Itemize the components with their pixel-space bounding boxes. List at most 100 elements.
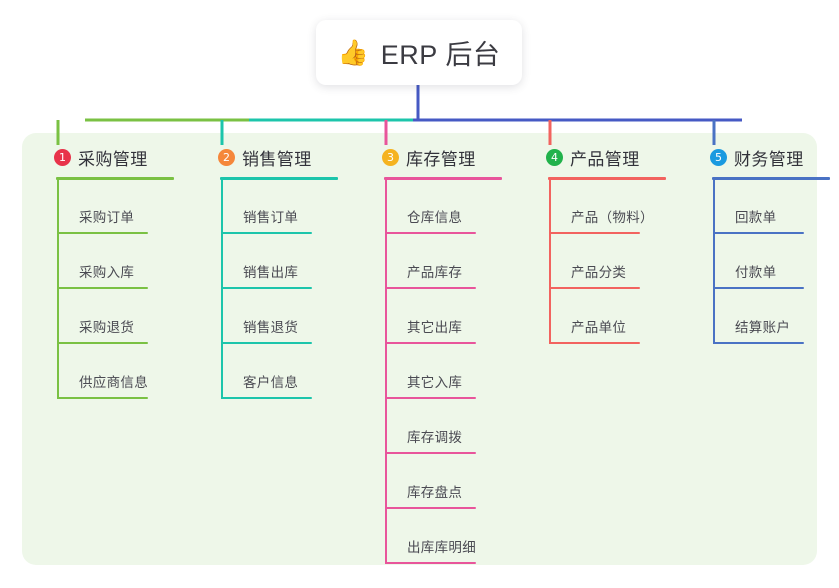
branch-underline-5 — [712, 177, 830, 180]
leaf-label: 结算账户 — [735, 320, 791, 335]
branch-title-5: 财务管理 — [734, 149, 804, 169]
leaf-label: 库存调拨 — [407, 430, 463, 445]
branch-column-5: 5 财务管理回款单付款单结算账户 — [694, 145, 830, 344]
leaf-underline — [549, 287, 640, 289]
leaf-label: 采购订单 — [79, 210, 135, 225]
leaf-underline — [57, 342, 148, 344]
branch-underline-3 — [384, 177, 502, 180]
branch-children-1: 采购订单采购入库采购退货供应商信息 — [57, 179, 217, 399]
leaf-underline — [713, 232, 804, 234]
branch-children-3: 仓库信息产品库存其它出库其它入库库存调拨库存盘点出库库明细 — [385, 179, 545, 564]
leaf-underline — [385, 562, 476, 564]
branch-spine-1 — [57, 179, 59, 399]
branch-spine-3 — [385, 179, 387, 564]
leaf-label: 供应商信息 — [79, 375, 148, 390]
leaf-node[interactable]: 结算账户 — [713, 289, 839, 344]
leaf-node[interactable]: 产品（物料） — [549, 179, 709, 234]
branch-title-1: 采购管理 — [78, 149, 148, 169]
leaf-node[interactable]: 回款单 — [713, 179, 839, 234]
leaf-underline — [549, 232, 640, 234]
leaf-node[interactable]: 销售订单 — [221, 179, 381, 234]
leaf-label: 销售出库 — [243, 265, 299, 280]
branch-underline-1 — [56, 177, 174, 180]
branch-underline-2 — [220, 177, 338, 180]
branch-spine-2 — [221, 179, 223, 399]
branch-spine-5 — [713, 179, 715, 344]
leaf-node[interactable]: 其它出库 — [385, 289, 545, 344]
leaf-node[interactable]: 产品分类 — [549, 234, 709, 289]
leaf-node[interactable]: 库存盘点 — [385, 454, 545, 509]
branch-column-2: 2 销售管理销售订单销售出库销售退货客户信息 — [202, 145, 338, 399]
leaf-label: 库存盘点 — [407, 485, 463, 500]
root-node-inner: 👍 ERP 后台 — [338, 33, 501, 72]
leaf-label: 付款单 — [735, 265, 777, 280]
leaf-underline — [385, 397, 476, 399]
diagram-panel — [22, 133, 817, 565]
thumbs-up-icon: 👍 — [337, 38, 369, 67]
branch-spine-4 — [549, 179, 551, 344]
branch-header-2[interactable]: 2 销售管理 — [202, 145, 312, 169]
branch-title-4: 产品管理 — [570, 149, 640, 169]
root-title: ERP 后台 — [380, 40, 501, 70]
branch-badge-3: 3 — [382, 148, 399, 166]
leaf-label: 销售订单 — [243, 210, 299, 225]
leaf-underline — [385, 342, 476, 344]
leaf-underline — [57, 287, 148, 289]
leaf-node[interactable]: 供应商信息 — [57, 344, 217, 399]
leaf-node[interactable]: 付款单 — [713, 234, 839, 289]
leaf-label: 其它入库 — [407, 375, 463, 390]
leaf-label: 其它出库 — [407, 320, 463, 335]
leaf-underline — [385, 452, 476, 454]
leaf-node[interactable]: 销售退货 — [221, 289, 381, 344]
branch-header-4[interactable]: 4 产品管理 — [530, 145, 640, 169]
leaf-label: 产品单位 — [571, 320, 627, 335]
leaf-label: 产品分类 — [571, 265, 627, 280]
leaf-node[interactable]: 产品库存 — [385, 234, 545, 289]
leaf-label: 仓库信息 — [407, 210, 463, 225]
leaf-label: 产品库存 — [407, 265, 463, 280]
leaf-underline — [221, 287, 312, 289]
branch-title-3: 库存管理 — [406, 149, 476, 169]
leaf-label: 出库库明细 — [407, 540, 476, 555]
root-node[interactable]: 👍 ERP 后台 — [316, 20, 522, 85]
leaf-node[interactable]: 产品单位 — [549, 289, 709, 344]
leaf-underline — [221, 342, 312, 344]
leaf-label: 客户信息 — [243, 375, 299, 390]
branch-children-4: 产品（物料） 产品分类产品单位 — [549, 179, 709, 344]
branch-badge-2: 2 — [218, 148, 235, 166]
leaf-node[interactable]: 采购退货 — [57, 289, 217, 344]
leaf-underline — [713, 287, 804, 289]
leaf-underline — [221, 232, 312, 234]
branch-children-2: 销售订单销售出库销售退货客户信息 — [221, 179, 381, 399]
branch-underline-4 — [548, 177, 666, 180]
branch-header-5[interactable]: 5 财务管理 — [694, 145, 804, 169]
leaf-node[interactable]: 采购订单 — [57, 179, 217, 234]
branch-children-5: 回款单付款单结算账户 — [713, 179, 839, 344]
leaf-label: 销售退货 — [243, 320, 299, 335]
branch-column-4: 4 产品管理产品（物料） 产品分类产品单位 — [530, 145, 666, 344]
leaf-node[interactable]: 仓库信息 — [385, 179, 545, 234]
leaf-node[interactable]: 出库库明细 — [385, 509, 545, 564]
leaf-underline — [549, 342, 640, 344]
branch-badge-5: 5 — [710, 148, 727, 166]
leaf-underline — [385, 232, 476, 234]
leaf-node[interactable]: 采购入库 — [57, 234, 217, 289]
leaf-label: 采购退货 — [79, 320, 135, 335]
leaf-node[interactable]: 库存调拨 — [385, 399, 545, 454]
branch-header-1[interactable]: 1 采购管理 — [38, 145, 148, 169]
leaf-underline — [385, 287, 476, 289]
leaf-underline — [713, 342, 804, 344]
leaf-node[interactable]: 其它入库 — [385, 344, 545, 399]
leaf-label: 产品（物料） — [571, 210, 654, 225]
leaf-node[interactable]: 客户信息 — [221, 344, 381, 399]
branch-header-3[interactable]: 3 库存管理 — [366, 145, 476, 169]
branch-column-3: 3 库存管理仓库信息产品库存其它出库其它入库库存调拨库存盘点出库库明细 — [366, 145, 502, 564]
leaf-node[interactable]: 销售出库 — [221, 234, 381, 289]
branch-title-2: 销售管理 — [242, 149, 312, 169]
leaf-label: 回款单 — [735, 210, 777, 225]
leaf-underline — [57, 232, 148, 234]
branch-badge-1: 1 — [54, 148, 71, 166]
branch-badge-4: 4 — [546, 148, 563, 166]
